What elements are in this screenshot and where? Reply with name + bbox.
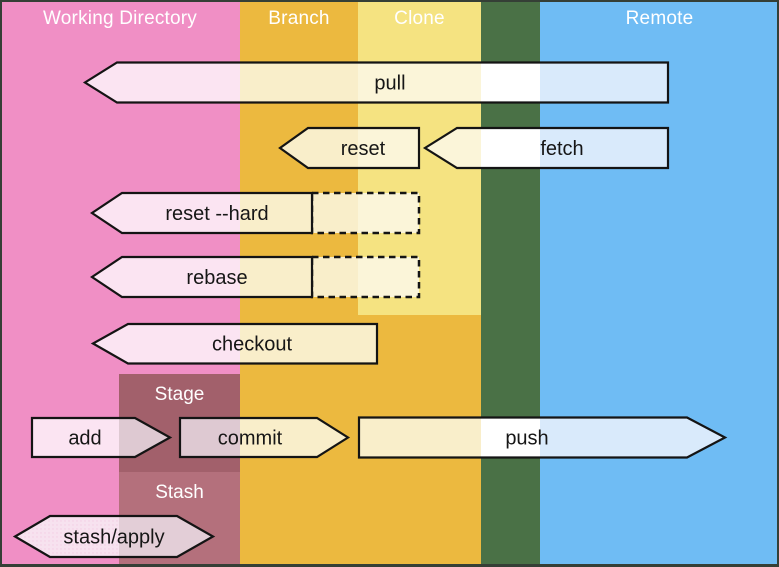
arrow-commit: commit [178,416,351,459]
arrow-rebase-dashed-tail [310,255,421,299]
arrow-push: push [357,416,728,459]
zone-label-stage: Stage [154,384,205,405]
arrow-label-fetch: fetch [540,138,583,160]
arrow-label-pull: pull [374,73,405,95]
zone-label-stash: Stash [155,482,204,503]
arrow-fetch: fetch [422,126,670,170]
arrow-stash-apply: stash/apply [12,514,216,559]
column-label-remote: Remote [625,8,694,29]
arrow-rebase: rebase [90,255,421,299]
column-label-branch: Branch [268,8,330,29]
arrow-label-reset-hard: reset --hard [165,203,268,225]
arrow-reset-hard-dashed-tail [310,191,421,235]
arrow-pull: pull [82,61,670,104]
column-label-clone: Clone [394,8,445,29]
arrow-label-push: push [505,428,548,450]
arrow-label-commit: commit [218,428,283,450]
arrow-label-checkout: checkout [212,334,292,356]
arrow-label-stash-apply: stash/apply [63,527,164,549]
arrow-reset: reset [278,126,421,170]
arrow-label-add: add [68,428,101,450]
arrow-label-reset: reset [341,138,386,160]
column-label-working-directory: Working Directory [42,8,198,29]
arrow-add: add [30,416,173,459]
arrow-reset-hard: reset --hard [90,191,421,235]
arrow-checkout: checkout [90,322,379,365]
arrow-label-rebase: rebase [186,267,247,289]
